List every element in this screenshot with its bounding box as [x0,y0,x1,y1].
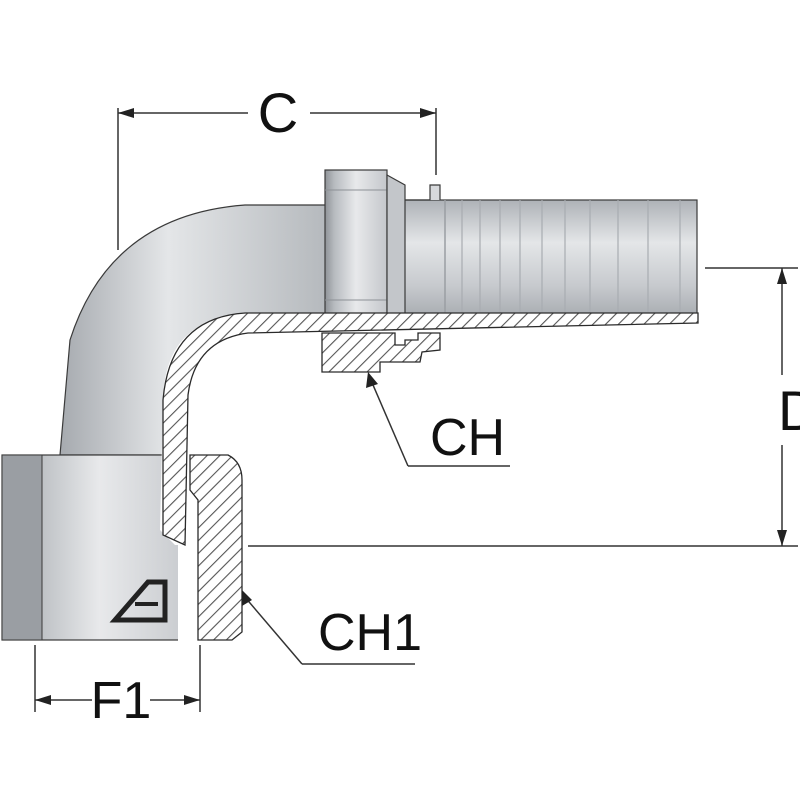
dimension-f1 [34,645,201,712]
hex-collar [324,169,406,323]
label-ch: CH [430,409,505,467]
dimension-c [117,108,437,250]
nut-section-ch1 [189,454,243,641]
dimension-label-d: D [778,379,800,442]
leader-ch1 [242,590,415,665]
dimension-label-c: C [258,81,298,144]
dimension-label-f1: F1 [91,672,152,730]
elbow-wall-section [162,312,699,547]
dimension-d [248,267,798,547]
leader-ch [366,372,510,467]
hose-tail [384,184,698,323]
collar-section-ch [321,332,441,373]
label-ch1: CH1 [318,604,422,662]
brand-logo-icon [109,579,168,623]
